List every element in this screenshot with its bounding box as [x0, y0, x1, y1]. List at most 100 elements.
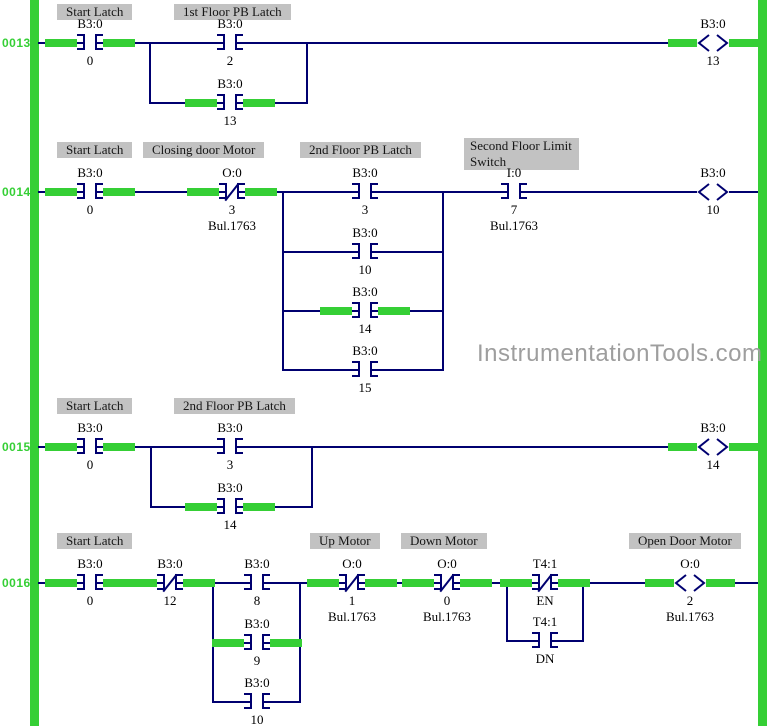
- contact-bit: 0: [86, 593, 94, 608]
- contact-bit: 0: [443, 593, 451, 608]
- contact-address: O:0: [222, 165, 242, 180]
- contact-address: B3:0: [352, 225, 378, 240]
- no-contact-icon: [320, 301, 410, 321]
- xio-contact-timer-en[interactable]: T4:1 EN: [500, 556, 590, 610]
- comment-line-1: Second Floor Limit: [470, 138, 572, 153]
- right-power-rail: [758, 0, 767, 726]
- xic-contact-1st-floor-pb[interactable]: B3:0 2: [185, 16, 275, 70]
- contact-bit: 13: [223, 113, 237, 128]
- comment-second-floor-limit-switch: Second Floor Limit Switch: [464, 138, 579, 170]
- contact-address: B3:0: [244, 675, 270, 690]
- wire-segment: [442, 191, 444, 371]
- xic-contact-start-latch[interactable]: B3:0 0: [45, 165, 135, 219]
- xic-contact-2nd-floor-pb[interactable]: B3:0 3: [185, 420, 275, 474]
- xic-contact-b3-8[interactable]: B3:0 8: [212, 556, 302, 610]
- contact-bit: 14: [358, 321, 372, 336]
- rung-number-0016: 0016: [2, 576, 31, 590]
- coil-bit: 14: [706, 457, 720, 472]
- coil-address: B3:0: [700, 16, 726, 31]
- contact-address: B3:0: [217, 480, 243, 495]
- coil-address: B3:0: [700, 165, 726, 180]
- nc-contact-icon: [187, 182, 277, 202]
- coil-address: O:0: [680, 556, 700, 571]
- xio-contact-b3-12[interactable]: B3:0 12: [125, 556, 215, 610]
- comment-closing-door: Closing door Motor: [143, 142, 265, 158]
- comment-start-latch: Start Latch: [57, 142, 133, 158]
- no-contact-icon: [212, 573, 302, 593]
- xic-contact-start-latch[interactable]: B3:0 0: [45, 420, 135, 474]
- no-contact-icon: [45, 33, 135, 53]
- ote-coil-b3-10[interactable]: B3:0 10: [668, 165, 758, 219]
- nc-contact-icon: [125, 573, 215, 593]
- contact-address: B3:0: [157, 556, 183, 571]
- xic-contact-2nd-floor-pb[interactable]: B3:0 3: [320, 165, 410, 219]
- wire-segment: [38, 582, 758, 584]
- contact-address: B3:0: [217, 16, 243, 31]
- left-power-rail: [30, 0, 39, 726]
- contact-address: B3:0: [217, 76, 243, 91]
- xic-contact-second-floor-limit[interactable]: I:0 7 Bul.1763: [469, 165, 559, 234]
- no-contact-icon: [320, 242, 410, 262]
- no-contact-icon: [45, 437, 135, 457]
- contact-address: O:0: [342, 556, 362, 571]
- wire-segment: [582, 582, 584, 642]
- wire-segment: [306, 42, 308, 104]
- contact-address: B3:0: [352, 284, 378, 299]
- xic-contact-b3-10[interactable]: B3:0 10: [320, 225, 410, 279]
- wire-segment: [282, 191, 284, 371]
- contact-address: I:0: [506, 165, 522, 180]
- contact-address: T4:1: [532, 614, 558, 629]
- contact-bit: 8: [253, 593, 261, 608]
- contact-bit: 0: [86, 53, 94, 68]
- no-contact-icon: [469, 182, 559, 202]
- xic-contact-b3-10[interactable]: B3:0 10: [212, 675, 302, 726]
- contact-bit: 15: [358, 380, 372, 395]
- no-contact-icon: [500, 631, 590, 651]
- xic-contact-timer-dn[interactable]: T4:1 DN: [500, 614, 590, 668]
- no-contact-icon: [45, 182, 135, 202]
- xio-contact-closing-door-motor[interactable]: O:0 3 Bul.1763: [187, 165, 277, 234]
- xic-contact-b3-14[interactable]: B3:0 14: [320, 284, 410, 338]
- xic-contact-start-latch[interactable]: B3:0 0: [45, 556, 135, 610]
- xic-contact-seal-13[interactable]: B3:0 13: [185, 76, 275, 130]
- contact-address: B3:0: [77, 16, 103, 31]
- ote-coil-b3-13[interactable]: B3:0 13: [668, 16, 758, 70]
- xic-contact-start-latch[interactable]: B3:0 0: [45, 16, 135, 70]
- wire-segment: [38, 42, 758, 44]
- xic-contact-b3-9[interactable]: B3:0 9: [212, 616, 302, 670]
- contact-address: B3:0: [244, 616, 270, 631]
- comment-2nd-floor-pb: 2nd Floor PB Latch: [300, 142, 421, 158]
- coil-icon: [645, 573, 735, 593]
- rung-number-0013: 0013: [2, 36, 31, 50]
- no-contact-icon: [320, 182, 410, 202]
- contact-bulletin: Bul.1763: [327, 609, 377, 624]
- contact-bit: 0: [86, 457, 94, 472]
- coil-bit: 10: [706, 202, 720, 217]
- xic-contact-b3-15[interactable]: B3:0 15: [320, 343, 410, 397]
- coil-address: B3:0: [700, 420, 726, 435]
- contact-address: B3:0: [217, 420, 243, 435]
- comment-line-2: Switch: [470, 154, 507, 169]
- contact-bit: 3: [228, 202, 236, 217]
- contact-bit: 1: [348, 593, 356, 608]
- xio-contact-down-motor[interactable]: O:0 0 Bul.1763: [402, 556, 492, 625]
- comment-1st-floor-pb: 1st Floor PB Latch: [174, 4, 291, 20]
- xio-contact-up-motor[interactable]: O:0 1 Bul.1763: [307, 556, 397, 625]
- contact-bit: DN: [535, 651, 555, 666]
- contact-address: B3:0: [77, 420, 103, 435]
- contact-bit: 9: [253, 653, 261, 668]
- coil-bit: 13: [706, 53, 720, 68]
- comment-start-latch: Start Latch: [57, 4, 133, 20]
- coil-icon: [668, 437, 758, 457]
- wire-segment: [38, 446, 758, 448]
- contact-address: O:0: [437, 556, 457, 571]
- nc-contact-icon: [307, 573, 397, 593]
- ote-coil-open-door-motor[interactable]: O:0 2 Bul.1763: [645, 556, 735, 625]
- no-contact-icon: [45, 573, 135, 593]
- xic-contact-seal-14[interactable]: B3:0 14: [185, 480, 275, 534]
- no-contact-icon: [185, 437, 275, 457]
- ote-coil-b3-14[interactable]: B3:0 14: [668, 420, 758, 474]
- contact-address: B3:0: [77, 556, 103, 571]
- nc-contact-icon: [500, 573, 590, 593]
- no-contact-icon: [212, 633, 302, 653]
